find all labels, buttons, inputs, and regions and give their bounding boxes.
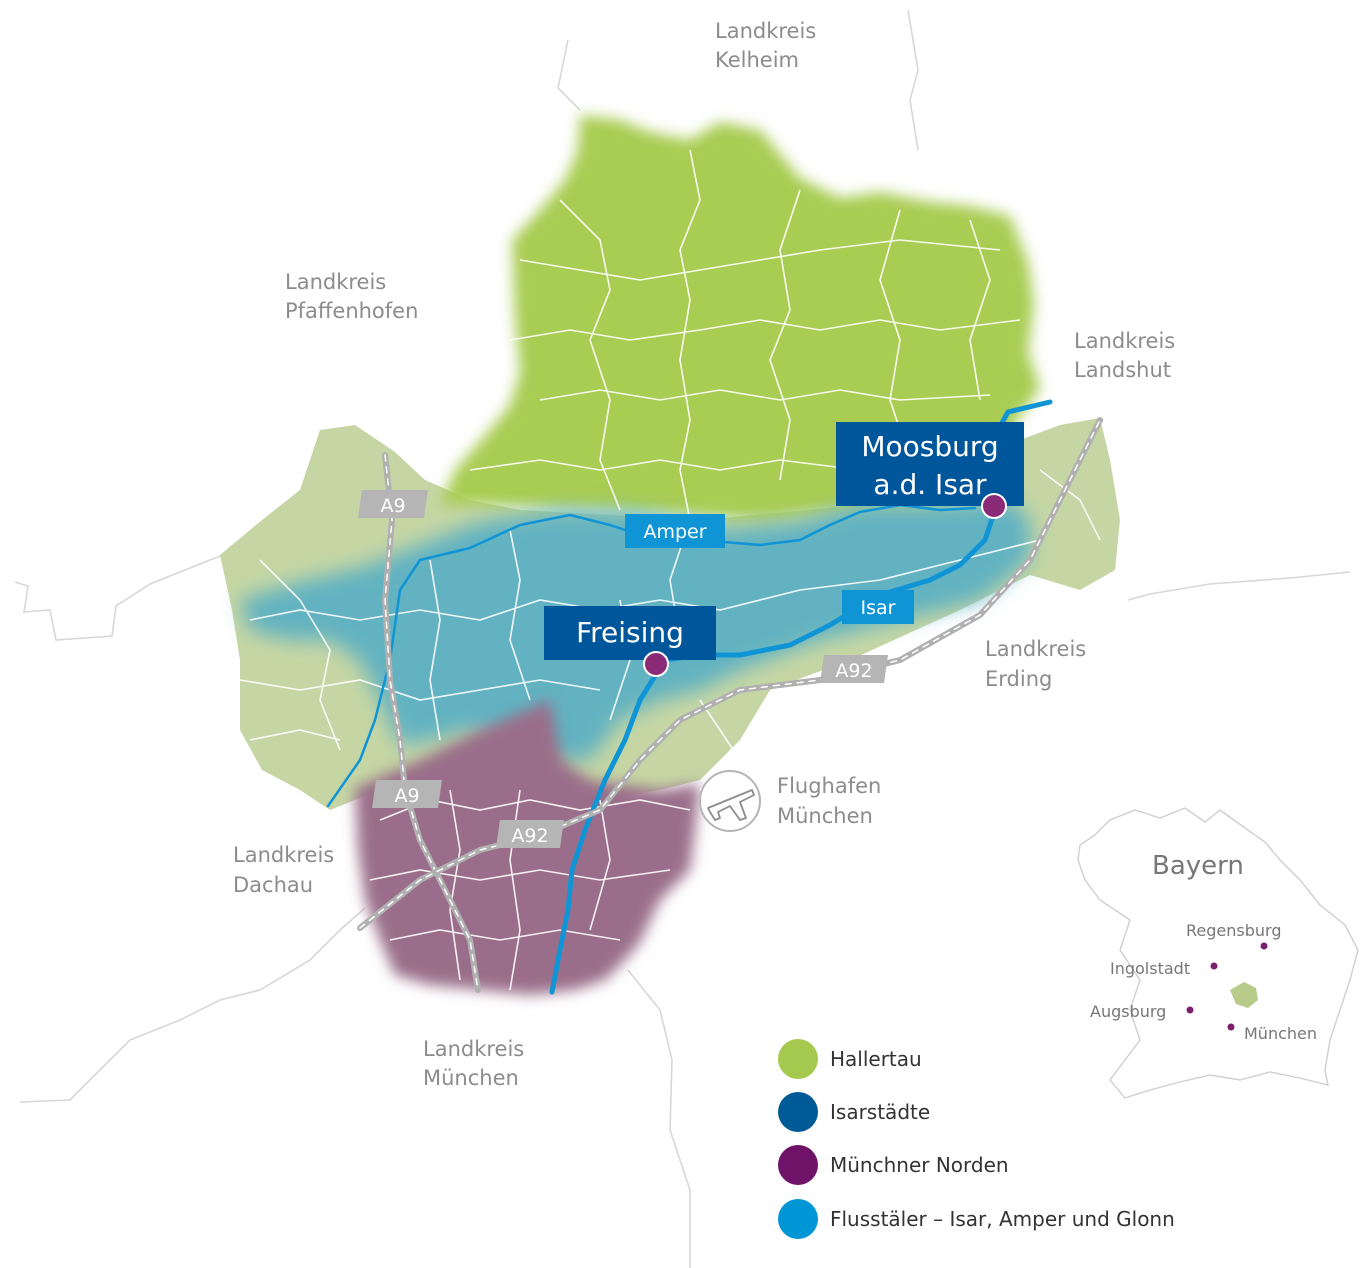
inset-city-ingolstadt: Ingolstadt bbox=[1110, 959, 1190, 978]
city-dot bbox=[981, 493, 1007, 519]
legend-swatch bbox=[778, 1092, 818, 1132]
neighbor-dachau-line1: Landkreis bbox=[233, 843, 334, 867]
river-label: Amper bbox=[643, 521, 706, 543]
road-label: A9 bbox=[394, 785, 419, 807]
road-tag-a92-east: A92 bbox=[820, 655, 888, 683]
airport-label-line1: Flughafen bbox=[777, 774, 881, 798]
motorways bbox=[357, 417, 1103, 993]
neighbor-labels: Landkreis Kelheim Landkreis Pfaffenhofen… bbox=[233, 19, 1175, 1090]
neighbor-pfaffenhofen-line1: Landkreis bbox=[285, 270, 386, 294]
freising-district-mini bbox=[1230, 982, 1258, 1008]
city-dot bbox=[1186, 1006, 1194, 1014]
municipality-lines bbox=[239, 149, 1101, 991]
airport-label-line2: München bbox=[777, 804, 873, 828]
legend-label: Münchner Norden bbox=[830, 1153, 1009, 1177]
river-tag-isar: Isar bbox=[842, 590, 914, 624]
neighbor-erding-line2: Erding bbox=[985, 667, 1052, 691]
inset-city-regensburg: Regensburg bbox=[1186, 921, 1281, 940]
legend-swatch bbox=[778, 1199, 818, 1239]
neighbor-borders bbox=[14, 9, 1351, 1268]
legend-label: Hallertau bbox=[830, 1047, 922, 1071]
neighbor-erding-line1: Landkreis bbox=[985, 637, 1086, 661]
city-dot bbox=[1210, 962, 1218, 970]
legend-item: Hallertau bbox=[778, 1039, 922, 1079]
city-label-line1: Moosburg bbox=[861, 430, 998, 463]
airport-icon bbox=[699, 770, 761, 832]
river-tag-amper: Amper bbox=[625, 514, 725, 548]
district-regions bbox=[220, 115, 1120, 995]
road-label: A9 bbox=[380, 495, 405, 517]
neighbor-landshut-line1: Landkreis bbox=[1074, 329, 1175, 353]
city-freising: Freising bbox=[544, 606, 716, 677]
legend-item: Münchner Norden bbox=[778, 1145, 1009, 1185]
legend: Hallertau Isarstädte Münchner Norden Flu… bbox=[778, 1039, 1175, 1239]
road-tag-a92-west: A92 bbox=[496, 820, 564, 848]
city-label: Freising bbox=[576, 616, 684, 649]
neighbor-kelheim-line1: Landkreis bbox=[715, 19, 816, 43]
road-tag-a9-south: A9 bbox=[372, 780, 442, 808]
neighbor-dachau-line2: Dachau bbox=[233, 873, 313, 897]
bavaria-outline bbox=[1077, 807, 1359, 1099]
legend-label: Flusstäler – Isar, Amper und Glonn bbox=[830, 1207, 1175, 1231]
airplane-icon bbox=[707, 789, 755, 821]
inset-city-augsburg: Augsburg bbox=[1090, 1002, 1166, 1021]
river-label: Isar bbox=[861, 597, 896, 619]
airport-marker: Flughafen München bbox=[699, 770, 881, 832]
city-dot bbox=[643, 651, 669, 677]
road-label: A92 bbox=[835, 660, 872, 682]
neighbor-muenchen-line1: Landkreis bbox=[423, 1037, 524, 1061]
neighbor-muenchen-line2: München bbox=[423, 1066, 519, 1090]
legend-item: Flusstäler – Isar, Amper und Glonn bbox=[778, 1199, 1175, 1239]
inset-title: Bayern bbox=[1152, 851, 1244, 881]
road-label: A92 bbox=[511, 825, 548, 847]
legend-swatch bbox=[778, 1145, 818, 1185]
neighbor-kelheim-line2: Kelheim bbox=[715, 48, 799, 72]
city-dot bbox=[1260, 942, 1268, 950]
legend-item: Isarstädte bbox=[778, 1092, 930, 1132]
region-hallertau bbox=[440, 115, 1040, 520]
inset-city-muenchen: München bbox=[1244, 1024, 1317, 1043]
city-moosburg: Moosburg a.d. Isar bbox=[836, 422, 1024, 519]
city-dot bbox=[1227, 1023, 1235, 1031]
bavaria-inset: Bayern Regensburg Ingolstadt Augsburg Mü… bbox=[1077, 807, 1359, 1099]
city-label-line2: a.d. Isar bbox=[873, 468, 987, 501]
legend-swatch bbox=[778, 1039, 818, 1079]
neighbor-landshut-line2: Landshut bbox=[1074, 358, 1171, 382]
legend-label: Isarstädte bbox=[830, 1100, 930, 1124]
road-tag-a9-north: A9 bbox=[358, 490, 428, 518]
neighbor-pfaffenhofen-line2: Pfaffenhofen bbox=[285, 299, 418, 323]
